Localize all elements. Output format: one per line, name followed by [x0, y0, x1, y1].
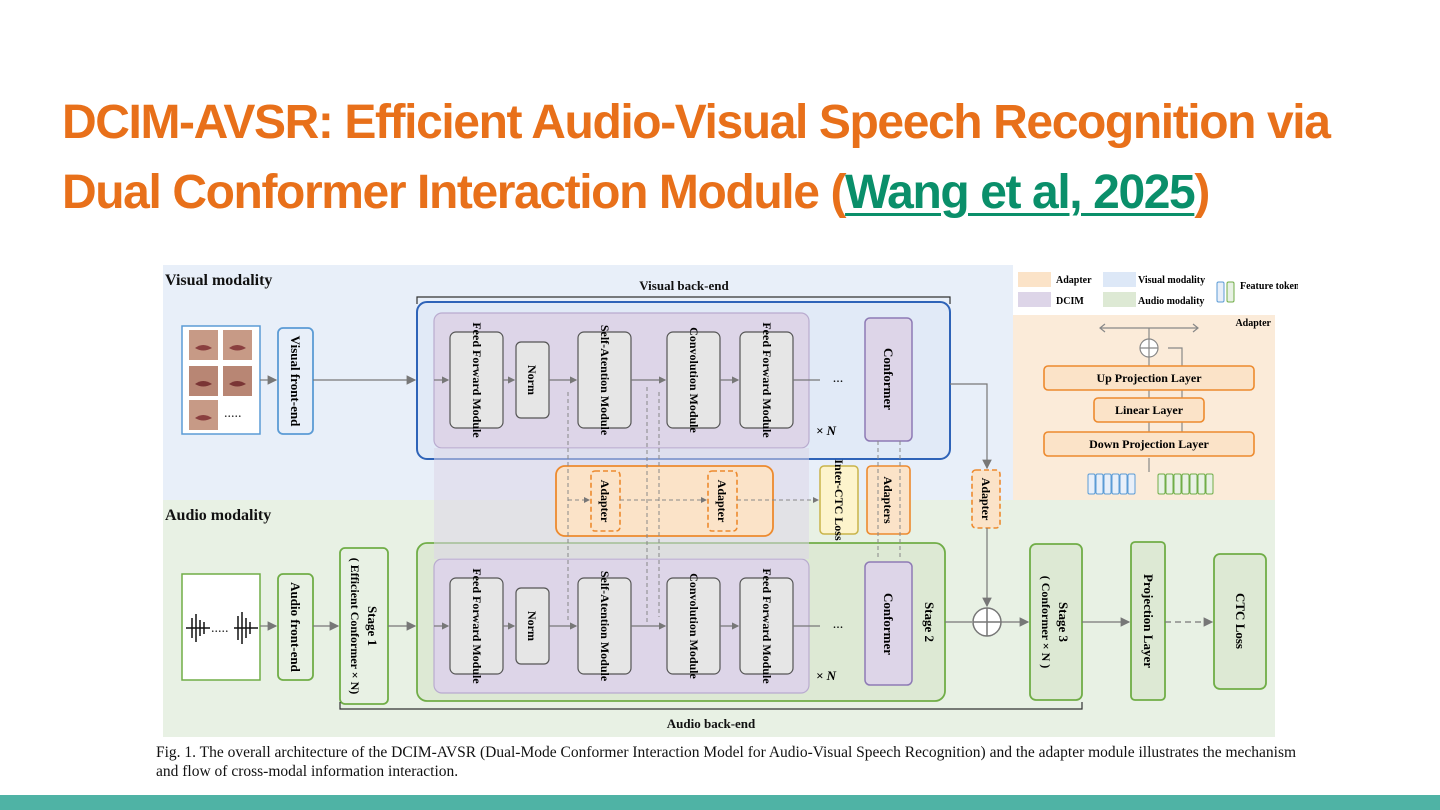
audio-times-n: × N: [816, 668, 837, 683]
cross-modal-dashed-links: [567, 387, 901, 622]
waveform-icon: [186, 612, 258, 644]
audio-convolution-label: Convolution Module: [687, 573, 701, 679]
visual-feature-tokens: [1087, 473, 1136, 495]
legend-dcim-label: DCIM: [1056, 296, 1084, 307]
audio-ellipsis: ...: [833, 617, 844, 632]
adapter-fusion-label: Adapter: [979, 478, 993, 521]
adapter-panel-arrows: [1099, 323, 1199, 472]
projection-layer-label: Projection Layer: [1141, 574, 1156, 668]
inter-ctc-loss-box: [819, 465, 859, 535]
adapter-2: [707, 470, 738, 532]
inter-ctc-loss-label: Inter-CTC Loss: [832, 459, 846, 541]
audio-norm-label: Norm: [525, 611, 539, 641]
feature-token-icon: [1216, 281, 1225, 303]
visual-frontend-box: [277, 327, 314, 435]
down-projection-layer: [1043, 431, 1255, 457]
waveform-ellipsis: .....: [211, 621, 229, 636]
linear-layer: [1093, 397, 1205, 423]
figure-caption: Fig. 1. The overall architecture of the …: [156, 744, 1297, 780]
ctc-loss-box: [1213, 553, 1267, 690]
up-projection-layer: [1043, 365, 1255, 391]
adapter-panel-title: Adapter: [1235, 318, 1271, 329]
title-close-paren: ): [1194, 166, 1210, 219]
audio-self-attention-label: Self-Atention Module: [598, 571, 612, 682]
audio-ff-label: Feed Forward Module: [470, 568, 484, 684]
ctc-loss-label: CTC Loss: [1233, 593, 1248, 649]
stage1-sublabel: ( Efficient Conformer × N): [348, 558, 362, 695]
legend-swatch-audio: [1103, 292, 1136, 307]
visual-ff-label: Feed Forward Module: [470, 322, 484, 438]
visual-backend-bracket: [416, 296, 951, 304]
stage2-label: Stage 2: [922, 602, 937, 642]
stage3-label: Stage 3: [1056, 602, 1071, 643]
legend: Adapter Visual modality DCIM Audio modal…: [1018, 272, 1298, 307]
audio-backend-label: Audio back-end: [667, 716, 756, 731]
down-projection-label: Down Projection Layer: [1089, 437, 1209, 451]
adapters-label: Adapters: [881, 476, 895, 524]
visual-backend-label: Visual back-end: [639, 278, 729, 293]
lip-frame-images: [189, 330, 252, 430]
audio-modality-label: Audio modality: [165, 507, 271, 524]
legend-swatch-adapter: [1018, 272, 1051, 287]
visual-ellipsis: ...: [833, 371, 844, 386]
visual-frontend-label: Visual front-end: [288, 336, 303, 427]
legend-visual-label: Visual modality: [1138, 275, 1205, 286]
adapter-interaction-band: [555, 465, 774, 537]
stage3-box: [1029, 543, 1083, 701]
frames-ellipsis: .....: [224, 406, 242, 421]
adapter-1: [590, 470, 621, 532]
legend-swatch-dcim: [1018, 292, 1051, 307]
up-projection-label: Up Projection Layer: [1096, 371, 1202, 385]
audio-feature-tokens: [1157, 473, 1214, 495]
architecture-diagram: Visual modality Audio modality ..... Vis…: [163, 265, 1298, 737]
stage1-label: Stage 1: [365, 606, 380, 646]
audio-input-waveform: [181, 573, 261, 681]
audio-frontend-label: Audio front-end: [288, 582, 303, 672]
visual-norm-label: Norm: [525, 365, 539, 395]
audio-ff2-label: Feed Forward Module: [760, 568, 774, 684]
visual-times-n: × N: [816, 423, 837, 438]
projection-layer-box: [1130, 541, 1166, 701]
legend-region: [1013, 265, 1275, 315]
linear-layer-label: Linear Layer: [1115, 403, 1184, 417]
stage3-sublabel: ( Conformer × N ): [1039, 576, 1053, 669]
audio-conformer-box: [864, 561, 913, 686]
visual-ff2-label: Feed Forward Module: [760, 322, 774, 438]
audio-backend-bracket: [339, 702, 1083, 710]
adapter-1-label: Adapter: [598, 480, 612, 523]
visual-modality-label: Visual modality: [165, 272, 272, 289]
visual-convolution-label: Convolution Module: [687, 327, 701, 433]
legend-audio-label: Audio modality: [1138, 296, 1204, 307]
legend-adapter-label: Adapter: [1056, 275, 1092, 286]
visual-conformer-label: Conformer: [881, 348, 896, 410]
adapter-fusion: [971, 469, 1001, 529]
visual-conformer-box: [864, 317, 913, 442]
visual-self-attention-label: Self-Atention Module: [598, 325, 612, 436]
audio-conformer-label: Conformer: [881, 593, 896, 655]
flow-arrows: [260, 375, 1214, 631]
slide-title: DCIM-AVSR: Efficient Audio-Visual Speech…: [62, 88, 1382, 228]
citation-link[interactable]: Wang et al, 2025: [845, 166, 1196, 219]
adapter-2-label: Adapter: [715, 480, 729, 523]
legend-swatch-visual: [1103, 272, 1136, 287]
bottom-accent-bar: [0, 795, 1440, 810]
legend-feature-token-label: Feature token: [1240, 281, 1298, 292]
audio-frontend-box: [277, 573, 314, 681]
title-text: DCIM-AVSR: Efficient Audio-Visual Speech…: [62, 96, 1331, 219]
